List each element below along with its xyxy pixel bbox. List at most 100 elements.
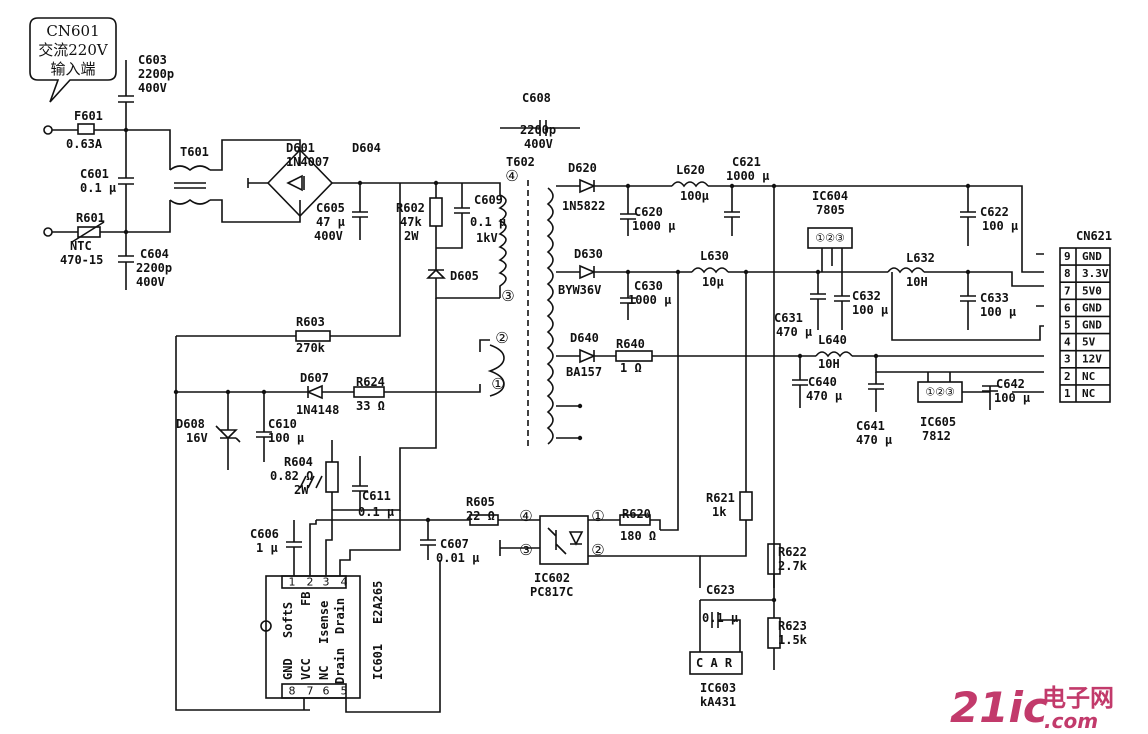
label-ic601v: E2A265	[371, 581, 385, 624]
watermark-dom: .com	[1044, 709, 1098, 733]
cn621-pin-name: NC	[1082, 370, 1095, 383]
label-c622v: 100 μ	[982, 219, 1018, 233]
input-section	[43, 60, 470, 290]
label-ic604: IC604	[812, 189, 848, 203]
label-r603v: 270k	[296, 341, 326, 355]
ic601-top-1: SoftS	[281, 602, 295, 638]
label-c641v: 470 μ	[856, 433, 892, 447]
label-d608v: 16V	[186, 431, 208, 445]
ic602-pin-4: ④	[519, 507, 532, 525]
label-c609v: 0.1 μ	[470, 215, 506, 229]
label-c608v: 2200p	[520, 123, 556, 137]
label-c623: C623	[706, 583, 735, 597]
label-c631v: 470 μ	[776, 325, 812, 339]
watermark-cn: 电子网	[1042, 684, 1114, 712]
label-r623: R623	[778, 619, 807, 633]
callout-line1: CN601	[46, 22, 99, 40]
label-r622v: 2.7k	[778, 559, 808, 573]
label-r605v: 22 Ω	[466, 509, 495, 523]
cn621-pin-number: 4	[1064, 336, 1071, 349]
label-ic604v: 7805	[816, 203, 845, 217]
label-l632: L632	[906, 251, 935, 265]
cn621-pin-name: 12V	[1082, 353, 1102, 366]
optocoupler-ic602	[539, 515, 589, 565]
label-c623v: 0.1 μ	[702, 611, 738, 625]
label-ic603: IC603	[700, 681, 736, 695]
label-r621v: 1k	[712, 505, 727, 519]
ic601-pin-number: 2	[307, 576, 314, 589]
label-r624v: 33 Ω	[356, 399, 385, 413]
cn621-title: CN621	[1076, 229, 1112, 243]
ic601-pin-number: 4	[341, 576, 348, 589]
ic601-labels: IC601 E2A265 SoftS FB Isense Drain GND V…	[281, 581, 385, 684]
label-d630: D630	[574, 247, 603, 261]
inductor-l632	[887, 267, 925, 274]
cn621-pin-name: NC	[1082, 387, 1095, 400]
label-c603v: 2200p	[138, 67, 174, 81]
ic605-pins: ①②③	[925, 386, 955, 399]
label-r605: R605	[466, 495, 495, 509]
ic601-pin-number: 3	[323, 576, 330, 589]
input-callout: CN601 交流220V 输入端	[29, 17, 117, 103]
t602-aux	[487, 344, 505, 397]
label-l630v: 10μ	[702, 275, 724, 289]
label-c605: C605	[316, 201, 345, 215]
t602-pin-3: ③	[501, 287, 514, 305]
t602-secondary	[546, 187, 554, 445]
label-r640v: 1 Ω	[620, 361, 642, 375]
label-r602v: 47k	[400, 215, 422, 229]
component-labels: C603 2200p 400V F601 0.63A T601 C601 0.1…	[60, 53, 1030, 709]
cn621-pin-name: GND	[1082, 250, 1102, 263]
label-l620: L620	[676, 163, 705, 177]
callout-line2: 交流220V	[38, 41, 109, 59]
resistor-r604	[325, 461, 339, 493]
ic601-pin-number: 5	[341, 685, 348, 698]
label-c606v: 1 μ	[256, 541, 278, 555]
cn621-pin-number: 1	[1064, 387, 1071, 400]
cn621-pin-name: 3.3V	[1082, 267, 1109, 280]
label-c604v: 2200p	[136, 261, 172, 275]
label-r603: R603	[296, 315, 325, 329]
label-l640: L640	[818, 333, 847, 347]
cn621-pin-number: 2	[1064, 370, 1071, 383]
t602-primary	[470, 182, 507, 298]
label-c609r: 1kV	[476, 231, 498, 245]
ic601-pin-number: 8	[289, 685, 296, 698]
label-d604: D604	[352, 141, 381, 155]
label-c606: C606	[250, 527, 279, 541]
label-c630: C630	[634, 279, 663, 293]
label-d620: D620	[568, 161, 597, 175]
regulator-ic604	[807, 227, 853, 249]
label-c611v: 0.1 μ	[358, 505, 394, 519]
label-c620: C620	[634, 205, 663, 219]
label-l630: L630	[700, 249, 729, 263]
label-d630v: BYW36V	[558, 283, 601, 297]
label-r601v: 470-15	[60, 253, 103, 267]
shunt-ic603	[689, 651, 743, 675]
label-d608: D608	[176, 417, 205, 431]
label-ic605v: 7812	[922, 429, 951, 443]
ic601-bot-6: NC	[317, 666, 331, 680]
t602-pin-2: ②	[495, 329, 508, 347]
resistor-r640	[615, 350, 653, 362]
label-r620v: 180 Ω	[620, 529, 656, 543]
t601-windings	[169, 165, 211, 205]
label-d607: D607	[300, 371, 329, 385]
label-c605v: 47 μ	[316, 215, 345, 229]
label-r604w: 2W	[294, 483, 309, 497]
label-c611: C611	[362, 489, 391, 503]
resistor-r603	[295, 330, 331, 342]
label-c609: C609	[474, 193, 503, 207]
label-ic602: IC602	[534, 571, 570, 585]
resistor-r621	[739, 491, 753, 521]
ic601-pin-number: 7	[307, 685, 314, 698]
primary-section	[426, 120, 583, 450]
inductor-l630	[691, 267, 729, 274]
label-ic602v: PC817C	[530, 585, 573, 599]
ic603-pins: C A R	[696, 656, 733, 670]
label-f601v: 0.63A	[66, 137, 103, 151]
label-r640: R640	[616, 337, 645, 351]
watermark-brand: 21ic	[950, 683, 1048, 732]
label-c608r: 400V	[524, 137, 553, 151]
